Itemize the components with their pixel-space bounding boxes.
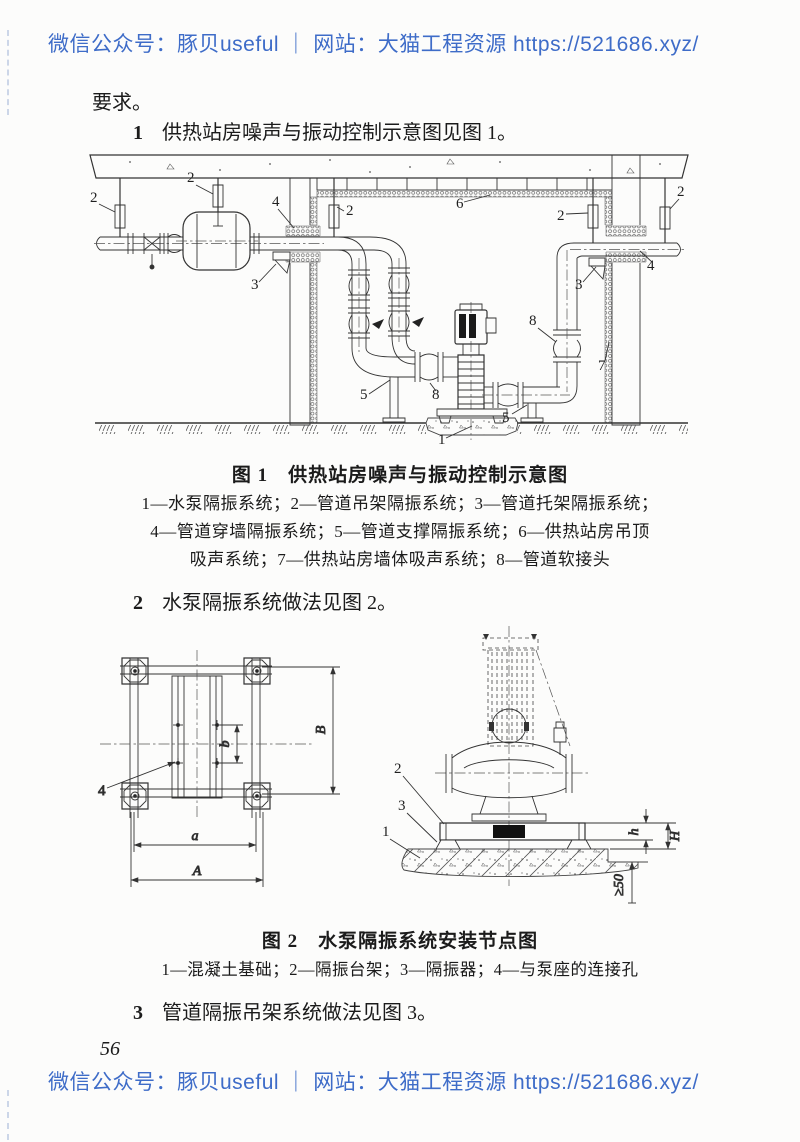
fig1-callout-5-right-support: 5 xyxy=(502,410,510,426)
item-1-text: 供热站房噪声与振动控制示意图见图 1。 xyxy=(162,122,517,144)
fig2-callout-1-foundation: 1 xyxy=(382,824,390,840)
fig1-callout-3-left-bracket: 3 xyxy=(251,277,259,293)
fig1-callout-8-riser-joint: 8 xyxy=(529,313,537,329)
watermark-header: 微信公众号：豚贝useful ｜ 网站：大猫工程资源 https://52168… xyxy=(48,33,699,56)
fig2-callout-4-connection-holes: 4 xyxy=(98,783,106,799)
fig1-callout-2-right-hanger: 2 xyxy=(677,184,685,200)
item-1-number: 1 xyxy=(133,122,143,144)
scan-artifact-top xyxy=(7,30,9,115)
floor xyxy=(95,423,688,434)
fig1-callout-1-pump-isolation: 1 xyxy=(438,432,446,448)
dim-b: b xyxy=(218,741,233,748)
suspended-acoustic-ceiling xyxy=(317,178,612,197)
ceiling-slab xyxy=(90,155,688,178)
fig2-callout-3-isolator: 3 xyxy=(398,798,406,814)
list-item-2: 2 水泵隔振系统做法见图 2。 xyxy=(133,586,397,615)
discharge-piping xyxy=(482,243,684,408)
elevation-dimensions: h H ≥50 xyxy=(585,809,683,903)
fig1-callout-7-wall-absorption: 7 xyxy=(598,358,606,374)
figure-1-legend: 1—水泵隔振系统；2—管道吊架隔振系统；3—管道托架隔振系统； 4—管道穿墙隔振… xyxy=(0,490,800,574)
watermark-footer: 微信公众号：豚贝useful ｜ 网站：大猫工程资源 https://52168… xyxy=(48,1071,699,1094)
list-item-3: 3 管道隔振吊架系统做法见图 3。 xyxy=(133,996,437,1025)
fig2-callout-2-frame: 2 xyxy=(394,761,402,777)
figure-2-plan-view: b B a A 4 xyxy=(98,640,380,910)
dim-a: a xyxy=(192,829,199,844)
dim-H: H xyxy=(668,830,683,842)
figure-2-legend: 1—混凝土基础；2—隔振台架；3—隔振器；4—与泵座的连接孔 xyxy=(161,960,639,979)
figure-1-legend-line2: 4—管道穿墙隔振系统；5—管道支撑隔振系统；6—供热站房吊顶 xyxy=(150,522,650,541)
figure-1-drawing: 2 2 4 2 6 2 2 3 3 4 5 8 8 5 xyxy=(70,152,710,448)
fig1-callout-4-right-wall-sleeve: 4 xyxy=(647,258,655,274)
item-3-number: 3 xyxy=(133,1002,143,1024)
item-2-text: 水泵隔振系统做法见图 2。 xyxy=(162,592,397,614)
fig1-callout-2-left-hanger: 2 xyxy=(90,190,98,206)
figure-2-elevation-view: h H ≥50 2 3 1 xyxy=(382,618,683,910)
figure-1-caption: 图 1 供热站房噪声与振动控制示意图 xyxy=(231,465,569,486)
fig1-callout-8-suction-joint: 8 xyxy=(432,387,440,403)
item-2-number: 2 xyxy=(133,592,143,614)
figure-1-callouts: 2 2 4 2 6 2 2 3 3 4 5 8 8 5 xyxy=(90,170,685,448)
left-pipe-and-muffler-tank xyxy=(94,212,324,270)
figure-2-caption: 图 2 水泵隔振系统安装节点图 xyxy=(261,931,539,952)
vertical-pump xyxy=(426,302,518,440)
wall-brackets xyxy=(273,252,605,279)
plan-dimensions: b B a A 4 xyxy=(98,667,340,887)
dim-embed-depth: ≥50 xyxy=(612,874,627,896)
left-wall xyxy=(286,178,320,425)
item-3-text: 管道隔振吊架系统做法见图 3。 xyxy=(162,1002,437,1024)
pipe-supports xyxy=(383,377,543,422)
fig1-callout-6-ceiling: 6 xyxy=(456,196,464,212)
fig1-callout-4-left-wall-sleeve: 4 xyxy=(272,194,280,210)
page-number: 56 xyxy=(100,1038,120,1060)
scan-artifact-bottom xyxy=(7,1090,9,1140)
dim-h: h xyxy=(627,829,642,836)
fig1-callout-2-riser-hanger: 2 xyxy=(557,208,565,224)
dim-A: A xyxy=(192,864,202,879)
fig1-callout-5-left-support: 5 xyxy=(360,387,368,403)
figure-1-legend-line3: 吸声系统；7—供热站房墙体吸声系统；8—管道软接头 xyxy=(189,550,611,569)
dim-B: B xyxy=(314,725,329,734)
paragraph-intro: 要求。 xyxy=(92,92,152,114)
pipe-hangers xyxy=(115,178,670,243)
fig1-callout-2-tank-hanger: 2 xyxy=(187,170,195,186)
list-item-1: 1 供热站房噪声与振动控制示意图见图 1。 xyxy=(133,116,517,145)
figure-2-elevation-callouts: 2 3 1 xyxy=(382,761,444,858)
figure-1-legend-line1: 1—水泵隔振系统；2—管道吊架隔振系统；3—管道托架隔振系统； xyxy=(141,494,659,513)
pump-elevation xyxy=(402,626,638,886)
fig1-callout-2-middle-hanger: 2 xyxy=(346,203,354,219)
isolation-frame-plan xyxy=(100,650,312,818)
fig1-callout-3-right-bracket: 3 xyxy=(575,277,583,293)
drop-pipes xyxy=(322,237,458,382)
